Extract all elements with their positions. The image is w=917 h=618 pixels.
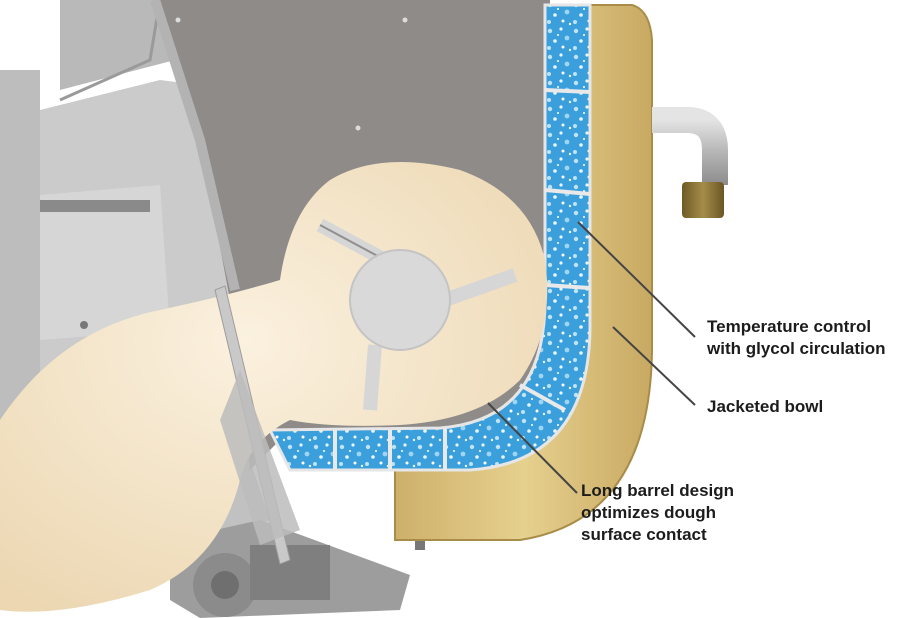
callout-barrel-line-3: surface contact <box>581 525 707 544</box>
callout-temperature-control: Temperature control with glycol circulat… <box>707 316 886 360</box>
callout-temperature-line-1: Temperature control <box>707 317 872 336</box>
channel-ribs <box>333 88 591 470</box>
callout-jacket-line-1: Jacketed bowl <box>707 397 824 416</box>
mixing-tool <box>316 218 518 411</box>
leader-lines <box>487 221 696 494</box>
callout-jacketed-bowl: Jacketed bowl <box>707 396 823 418</box>
glycol-pipe <box>652 107 728 218</box>
base-housing <box>170 520 425 618</box>
glycol-channel <box>267 3 592 472</box>
callout-temperature-line-2: with glycol circulation <box>707 339 886 358</box>
callout-barrel-line-1: Long barrel design <box>581 481 735 500</box>
callout-long-barrel: Long barrel design optimizes dough surfa… <box>581 480 734 546</box>
callout-barrel-line-2: optimizes dough <box>581 503 717 522</box>
breaker-bar <box>214 285 300 565</box>
